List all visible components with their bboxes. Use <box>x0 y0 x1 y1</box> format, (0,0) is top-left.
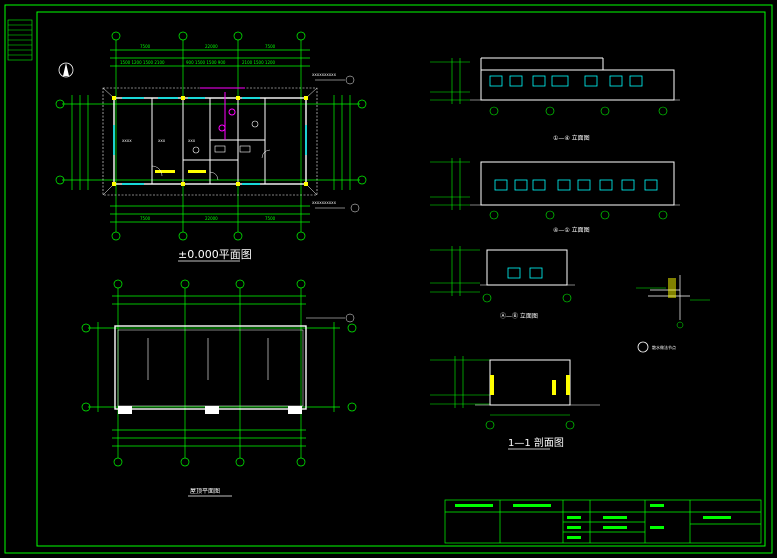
roof-plan-title: 屋顶平面图 <box>190 488 220 495</box>
elevation-a-title: ①—④ 立面图 <box>553 134 590 142</box>
elevation-a-b: Ⓐ—Ⓑ 立面图 <box>430 246 575 320</box>
section-1-1: 1—1 剖面图 <box>430 356 600 450</box>
elevation-1-4: ①—④ 立面图 <box>430 57 680 142</box>
svg-text:XXXXXXXXXX: XXXXXXXXXX <box>312 73 337 77</box>
svg-text:XXXXXXXXXX: XXXXXXXXXX <box>312 201 337 205</box>
apron-detail: 散水做法节点 <box>636 275 710 353</box>
section-title: 1—1 剖面图 <box>508 436 564 449</box>
svg-text:22000: 22000 <box>205 216 218 221</box>
svg-text:2100 1500 1200: 2100 1500 1200 <box>242 60 276 65</box>
svg-text:7500: 7500 <box>140 44 151 49</box>
svg-text:XXX: XXX <box>188 139 196 143</box>
elevation-c-title: Ⓐ—Ⓑ 立面图 <box>500 312 538 320</box>
svg-text:7500: 7500 <box>140 216 151 221</box>
svg-text:XXX: XXX <box>158 139 166 143</box>
elevation-4-1: ④—① 立面图 <box>430 158 680 234</box>
plan-title: ±0.000平面图 <box>178 248 252 261</box>
svg-text:XXXX: XXXX <box>122 139 132 143</box>
svg-text:22000: 22000 <box>205 44 218 49</box>
outer-border <box>4 4 773 554</box>
title-block <box>444 499 762 544</box>
roof-outline <box>114 325 307 410</box>
svg-text:7500: 7500 <box>265 216 276 221</box>
roof-plan: 屋顶平面图 <box>81 279 357 497</box>
binding-strip <box>7 19 33 61</box>
elevation-b-title: ④—① 立面图 <box>553 226 590 234</box>
svg-text:900 1500 1500 900: 900 1500 1500 900 <box>186 60 226 65</box>
svg-text:1500 1200 1500 2100: 1500 1200 1500 2100 <box>120 60 165 65</box>
detail-title: 散水做法节点 <box>652 344 676 350</box>
inner-border <box>36 11 766 547</box>
svg-text:7500: 7500 <box>265 44 276 49</box>
ground-floor-plan: 7500 22000 7500 1500 1200 1500 2100 900 150… <box>55 31 367 262</box>
